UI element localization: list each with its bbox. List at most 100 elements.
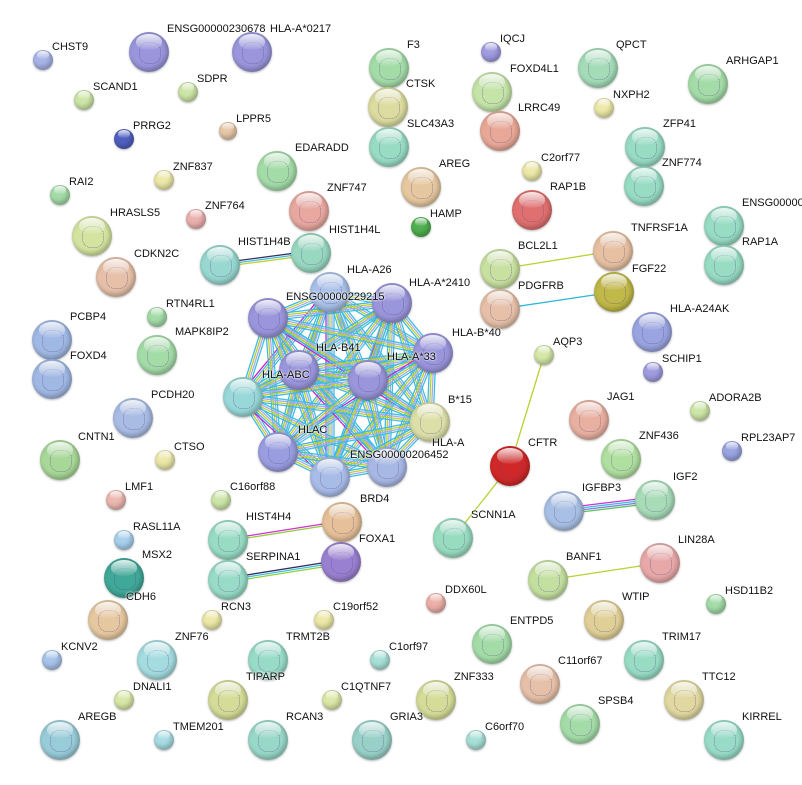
node-label[interactable]: PCBP4	[70, 311, 107, 323]
edge-hla-b41-b-15[interactable]	[242, 397, 430, 424]
node-label[interactable]: LMF1	[125, 481, 154, 493]
node-label[interactable]: C2orf77	[541, 152, 581, 164]
node-label[interactable]: HLA-ABC	[262, 369, 310, 381]
node-label[interactable]: FOXD4L1	[510, 63, 559, 75]
node-label[interactable]: C6orf70	[485, 721, 525, 733]
node-sdpr[interactable]	[178, 82, 198, 102]
edge-ensg00000229215-hla-b-40[interactable]	[268, 314, 434, 351]
node-bcl2l1[interactable]	[480, 249, 520, 289]
node-label[interactable]: F3	[407, 39, 420, 51]
node-label[interactable]: C19orf52	[333, 601, 379, 613]
node-kirrel[interactable]	[704, 720, 744, 760]
edge-b-15-hlac[interactable]	[278, 424, 431, 456]
node-znf837[interactable]	[154, 170, 174, 190]
edge-ensg00000229215-hla-a[interactable]	[266, 318, 387, 469]
node-label[interactable]: HLA-A24AK	[670, 303, 730, 315]
node-label[interactable]: C1QTNF7	[341, 681, 392, 693]
node-label[interactable]: KIRREL	[742, 711, 782, 723]
node-hamp[interactable]	[411, 217, 431, 237]
node-rasl11a[interactable]	[114, 530, 134, 550]
node-label[interactable]: PDGFRB	[518, 280, 564, 292]
node-cdh6[interactable]	[88, 600, 128, 640]
node-trim17[interactable]	[624, 640, 664, 680]
node-label[interactable]: BANF1	[566, 551, 602, 563]
node-iqcj[interactable]	[481, 42, 501, 62]
node-label[interactable]: TNFRSF1A	[631, 222, 688, 234]
node-ensg00000229215[interactable]	[248, 298, 288, 338]
node-jag1[interactable]	[569, 400, 609, 440]
node-nxph2[interactable]	[594, 98, 614, 118]
node-c2orf77[interactable]	[522, 161, 542, 181]
node-label[interactable]: CDKN2C	[134, 248, 180, 260]
node-foxd4[interactable]	[32, 359, 72, 399]
node-label[interactable]: PRRG2	[133, 120, 171, 132]
node-label[interactable]: SDPR	[197, 73, 228, 85]
node-label[interactable]: RCAN3	[286, 711, 324, 723]
node-hist4h4[interactable]	[208, 520, 248, 560]
node-label[interactable]: AQP3	[553, 336, 583, 348]
node-label[interactable]: ZNF774	[662, 157, 702, 169]
node-ctsk[interactable]	[368, 87, 408, 127]
node-zfp41[interactable]	[625, 127, 665, 167]
node-label[interactable]: SERPINA1	[246, 551, 301, 563]
node-lmf1[interactable]	[106, 490, 126, 510]
node-msx2[interactable]	[104, 558, 144, 598]
node-label[interactable]: HLA-A	[432, 437, 465, 449]
node-tmem201[interactable]	[154, 730, 174, 750]
node-label[interactable]: DNALI1	[133, 681, 172, 693]
node-rtn4rl1[interactable]	[147, 307, 167, 327]
node-hla-a24ak[interactable]	[632, 312, 672, 352]
node-label[interactable]: IGF2	[673, 471, 698, 483]
node-hla-a-2410[interactable]	[372, 283, 412, 323]
node-schip1[interactable]	[643, 362, 663, 382]
node-c16orf88[interactable]	[211, 490, 231, 510]
node-label[interactable]: NXPH2	[613, 89, 650, 101]
node-pdgfrb[interactable]	[480, 289, 520, 329]
node-rai2[interactable]	[50, 185, 70, 205]
node-ctso[interactable]	[155, 450, 175, 470]
node-label[interactable]: C11orf67	[558, 655, 603, 667]
node-hrasls5[interactable]	[72, 216, 112, 256]
node-label[interactable]: IGFBP3	[582, 482, 622, 494]
node-ensg00000[interactable]	[704, 206, 744, 246]
node-hla-abc[interactable]	[279, 350, 319, 390]
node-label[interactable]: CNTN1	[78, 431, 115, 443]
node-znf76[interactable]	[137, 640, 177, 680]
node-label[interactable]: ZNF837	[173, 161, 213, 173]
node-label[interactable]: HIST1H4B	[238, 236, 291, 248]
node-label[interactable]: ZNF764	[205, 200, 245, 212]
node-label[interactable]: ADORA2B	[709, 392, 762, 404]
node-label[interactable]: JAG1	[607, 391, 635, 403]
node-c19orf52[interactable]	[314, 610, 334, 630]
node-entpd5[interactable]	[472, 624, 512, 664]
edge-ensg00000229215-hla-a[interactable]	[265, 319, 386, 470]
node-label[interactable]: RAI2	[69, 176, 94, 188]
node-label[interactable]: HIST4H4	[246, 511, 292, 523]
node-mapk8ip2[interactable]	[137, 335, 177, 375]
node-aregb[interactable]	[40, 720, 80, 760]
node-foxd4l1[interactable]	[472, 72, 512, 112]
node-label[interactable]: SCHIP1	[662, 353, 702, 365]
node-label[interactable]: C1orf97	[389, 641, 429, 653]
node-c1orf97[interactable]	[370, 650, 390, 670]
node-label[interactable]: RCN3	[221, 601, 251, 613]
node-hla-a26[interactable]	[310, 272, 350, 312]
node-label[interactable]: BRD4	[360, 493, 390, 505]
edge-hla-a-2410-hla-b41[interactable]	[241, 299, 391, 396]
node-label[interactable]: FOXD4	[70, 350, 107, 362]
node-label[interactable]: FGF22	[632, 263, 667, 275]
node-label[interactable]: MAPK8IP2	[175, 326, 229, 338]
node-znf764[interactable]	[186, 209, 206, 229]
node-hla-b-40[interactable]	[413, 333, 453, 373]
node-cdkn2c[interactable]	[96, 257, 136, 297]
node-b-15[interactable]	[410, 402, 450, 442]
node-label[interactable]: TMEM201	[173, 721, 224, 733]
node-label[interactable]: SCNN1A	[471, 509, 516, 521]
node-label[interactable]: RPL23AP7	[741, 432, 796, 444]
node-label[interactable]: HRASLS5	[110, 207, 161, 219]
node-rap1b[interactable]	[512, 190, 552, 230]
node-rcn3[interactable]	[202, 610, 222, 630]
node-foxa1[interactable]	[321, 542, 361, 582]
node-hist1h4b[interactable]	[200, 245, 240, 285]
